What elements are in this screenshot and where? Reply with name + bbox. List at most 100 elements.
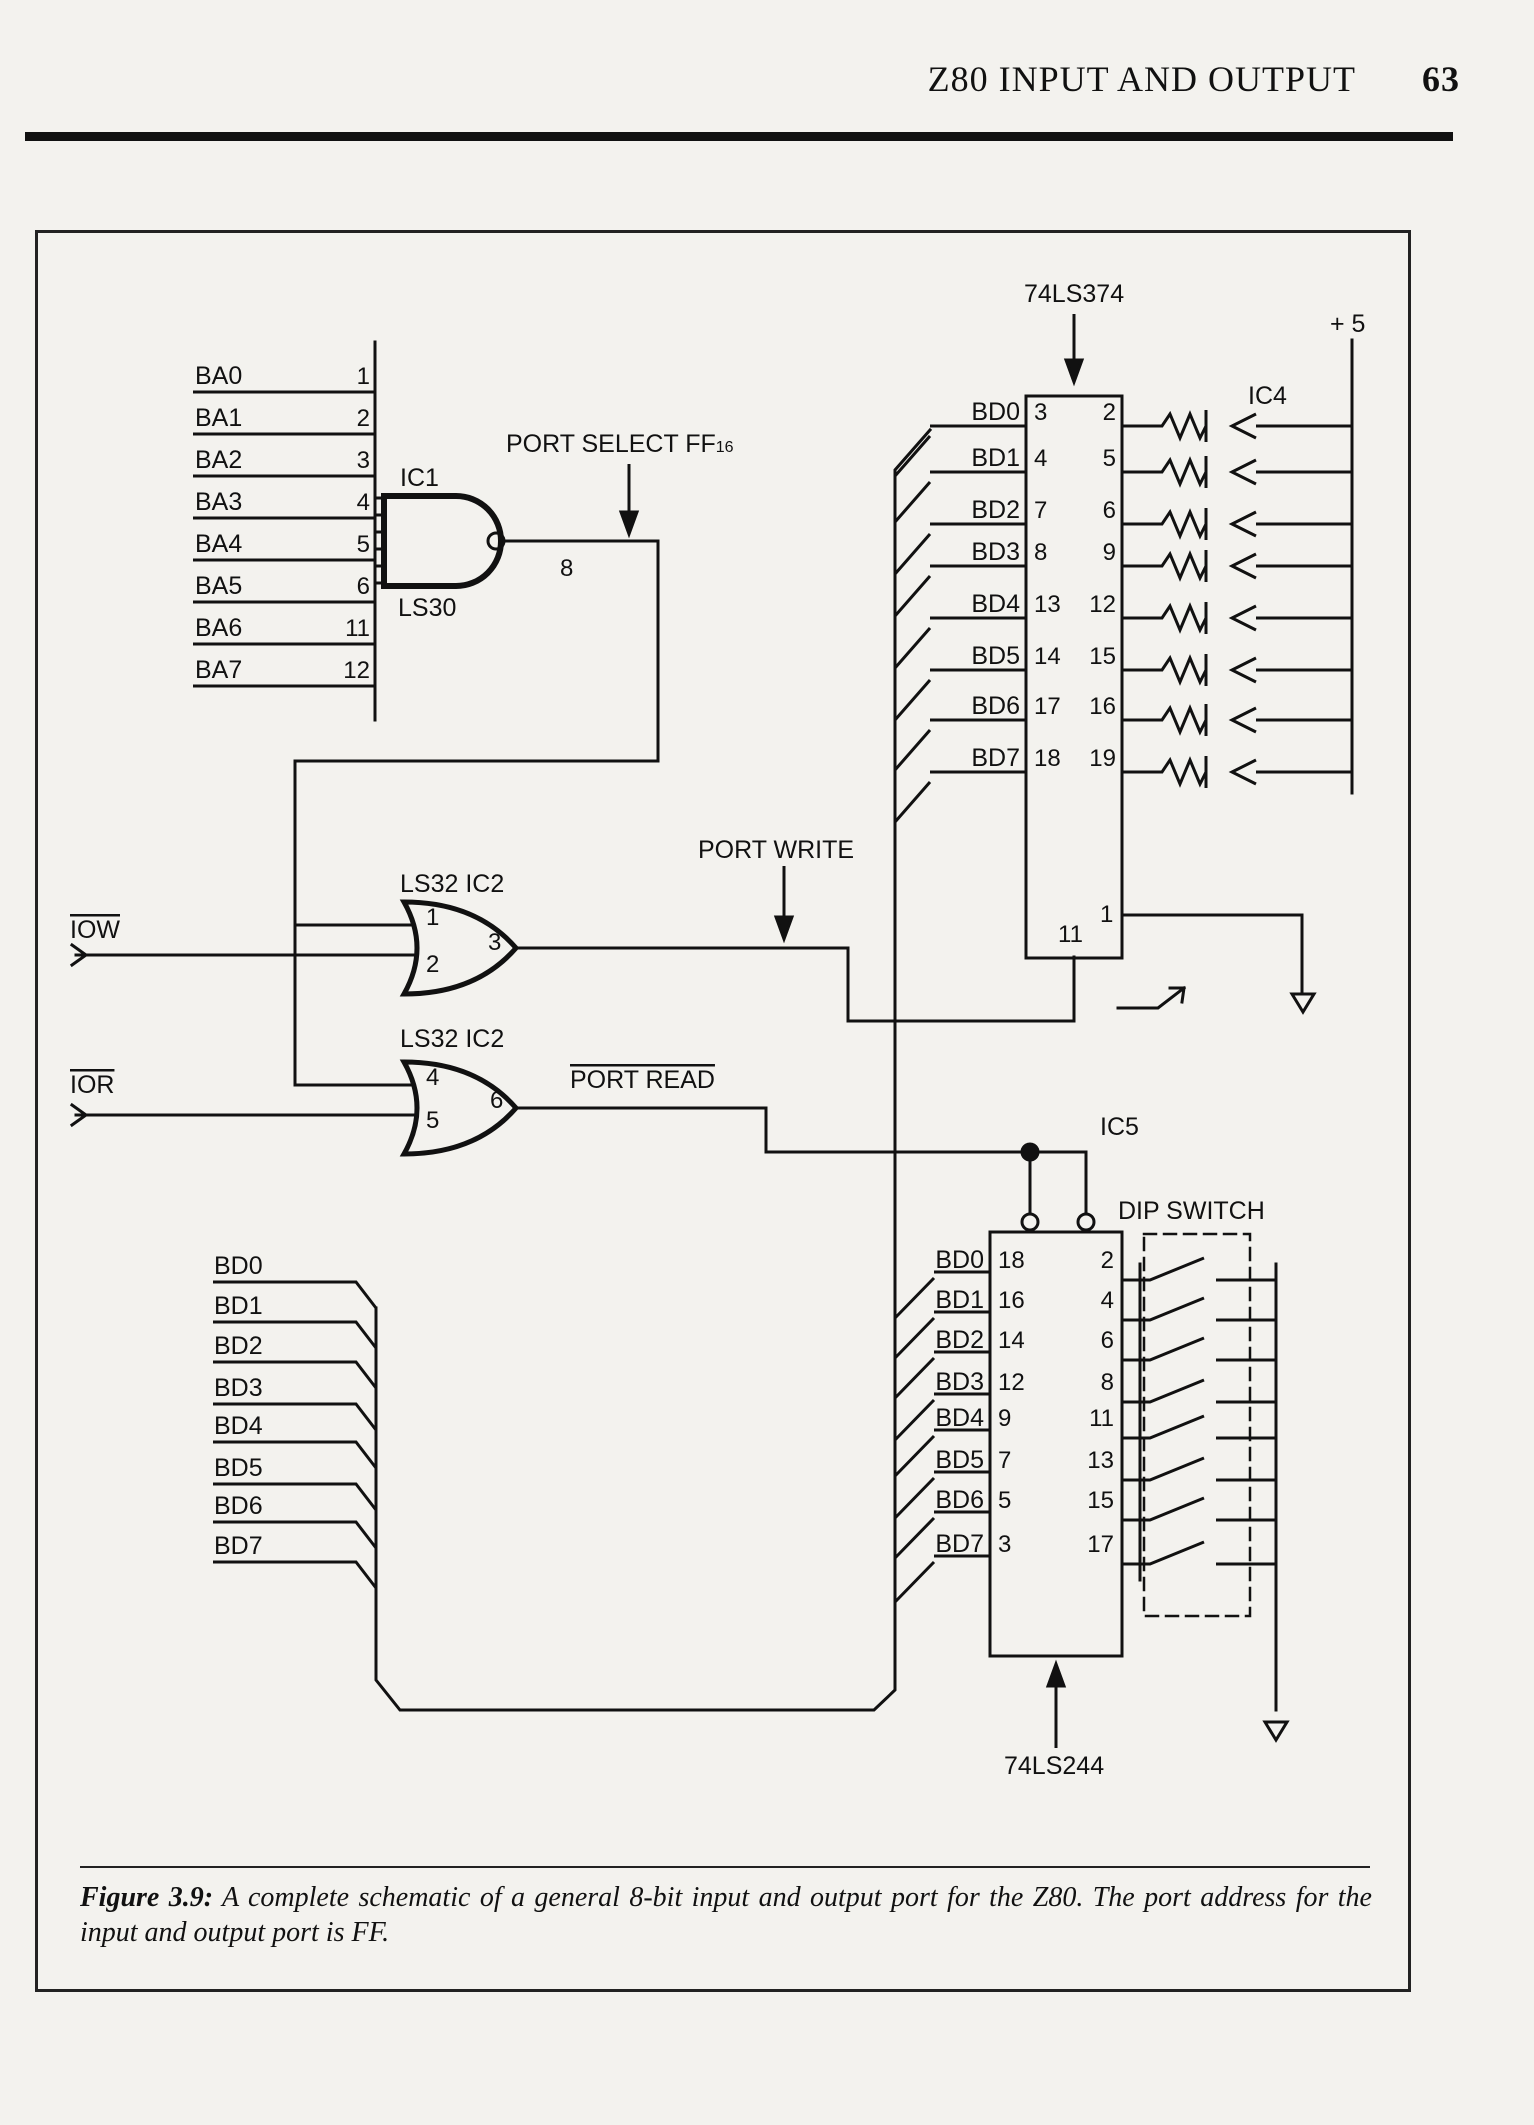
buffer-pin-in: 4 xyxy=(1101,1287,1114,1314)
bus-entry xyxy=(893,575,932,617)
latch-pin-out: 5 xyxy=(1103,445,1116,472)
address-line-label: BA5 xyxy=(195,572,242,600)
bus-entry xyxy=(893,729,932,771)
latch-oe-pin: 1 xyxy=(1100,901,1113,928)
page-number: 63 xyxy=(1422,59,1460,99)
pullup-resistor xyxy=(1122,654,1208,686)
buffer-pin-out: 12 xyxy=(998,1369,1025,1396)
or-write-pin-2: 2 xyxy=(426,951,439,978)
data-bus-label: BD0 xyxy=(214,1252,263,1280)
address-line-label: BA0 xyxy=(195,362,242,390)
dip-switch-contact xyxy=(1122,1256,1205,1282)
pullup-resistor xyxy=(1122,602,1208,634)
buffer-pin-out: 16 xyxy=(998,1287,1025,1314)
latch-bus-label: BD6 xyxy=(971,692,1020,720)
latch-clock-pin: 11 xyxy=(1058,921,1083,948)
or-write-name: LS32 IC2 xyxy=(400,870,504,898)
latch-pin-in: 14 xyxy=(1034,643,1061,670)
latch-bus-label: BD3 xyxy=(971,538,1020,566)
address-pin-number: 1 xyxy=(357,363,370,390)
buffer-bus-label: BD4 xyxy=(935,1404,984,1432)
bus-entry xyxy=(893,679,932,721)
latch-pin-in: 8 xyxy=(1034,539,1047,566)
latch-pin-out: 2 xyxy=(1103,399,1116,426)
address-line-label: BA2 xyxy=(195,446,242,474)
dip-switch-label: DIP SWITCH xyxy=(1118,1197,1265,1225)
latch-bus-label: BD7 xyxy=(971,744,1020,772)
pullup-resistor xyxy=(1122,550,1208,582)
port-write-label: PORT WRITE xyxy=(698,836,854,864)
latch-pin-in: 18 xyxy=(1034,745,1061,772)
buffer-pin-out: 14 xyxy=(998,1327,1025,1354)
data-bus-label: BD5 xyxy=(214,1454,263,1482)
pullup-resistor xyxy=(1122,508,1208,540)
port-select-label: PORT SELECT FF16 xyxy=(506,430,734,458)
data-bus-line xyxy=(213,1360,378,1389)
latch-pin-out: 9 xyxy=(1103,539,1116,566)
latch-bus-label: BD5 xyxy=(971,642,1020,670)
buffer-pin-out: 3 xyxy=(998,1531,1011,1558)
address-line-label: BA4 xyxy=(195,530,242,558)
address-pin-number: 12 xyxy=(343,657,370,684)
supply-arrow xyxy=(1228,706,1257,734)
or-read-name: LS32 IC2 xyxy=(400,1025,504,1053)
data-bus-label: BD2 xyxy=(214,1332,263,1360)
buffer-pin-in: 17 xyxy=(1087,1531,1114,1558)
pullup-resistor xyxy=(1122,756,1208,788)
bus-entry xyxy=(893,1356,936,1400)
buffer-bus-label: BD6 xyxy=(935,1486,984,1514)
running-head-title: Z80 INPUT AND OUTPUT xyxy=(927,59,1356,99)
data-bus-label: BD1 xyxy=(214,1292,263,1320)
buffer-pin-in: 6 xyxy=(1101,1327,1114,1354)
figure-frame xyxy=(35,230,1411,1992)
caption-text: A complete schematic of a general 8-bit … xyxy=(80,1882,1372,1948)
dip-switch-contact xyxy=(1122,1296,1205,1322)
bus-entry xyxy=(893,781,932,823)
latch-pin-out: 6 xyxy=(1103,497,1116,524)
ic1-type: LS30 xyxy=(398,594,456,622)
buffer-pin-in: 2 xyxy=(1101,1247,1114,1274)
bus-entry xyxy=(893,1476,936,1520)
bus-entry xyxy=(893,1276,936,1320)
latch-bus-label: BD0 xyxy=(971,398,1020,426)
buffer-pin-in: 8 xyxy=(1101,1369,1114,1396)
schematic-labels: IC1 LS30 8 PORT SELECT FF16 PORT WRITE P… xyxy=(70,280,1365,1780)
buffer-pin-out: 5 xyxy=(998,1487,1011,1514)
pullup-resistor xyxy=(1122,456,1208,488)
ior-label: IOR xyxy=(70,1071,114,1099)
or-read-pin-5: 5 xyxy=(426,1107,439,1134)
bus-entry xyxy=(893,1398,936,1442)
latch-bus-label: BD2 xyxy=(971,496,1020,524)
supply-arrow xyxy=(1228,758,1257,786)
data-bus-line xyxy=(213,1402,378,1431)
latch-pin-in: 7 xyxy=(1034,497,1047,524)
latch-pin-out: 15 xyxy=(1089,643,1116,670)
supply-arrow xyxy=(1228,604,1257,632)
buffer-bus-label: BD1 xyxy=(935,1286,984,1314)
nand-output-pin: 8 xyxy=(560,555,573,582)
supply-arrow xyxy=(1228,656,1257,684)
data-bus-line xyxy=(213,1280,378,1309)
supply-arrow xyxy=(1228,412,1257,440)
latch-bus-label: BD1 xyxy=(971,444,1020,472)
address-line-label: BA7 xyxy=(195,656,242,684)
latch-pin-in: 17 xyxy=(1034,693,1061,720)
latch-pin-in: 13 xyxy=(1034,591,1061,618)
buffer-pin-out: 7 xyxy=(998,1447,1011,1474)
bus-entry xyxy=(893,1316,936,1360)
buffer-pin-out: 9 xyxy=(998,1405,1011,1432)
data-bus-label: BD3 xyxy=(214,1374,263,1402)
buffer-pin-in: 11 xyxy=(1089,1405,1114,1432)
address-pin-number: 2 xyxy=(357,405,370,432)
pullup-resistor xyxy=(1122,704,1208,736)
bus-entry xyxy=(893,1560,936,1604)
schematic-arrows xyxy=(618,314,1085,1748)
schematic-wires xyxy=(69,338,1354,1743)
latch-pin-out: 12 xyxy=(1089,591,1116,618)
supply-arrow xyxy=(1228,458,1257,486)
data-bus-line xyxy=(213,1560,378,1589)
buffer-name: IC5 xyxy=(1100,1113,1139,1141)
bus-entry xyxy=(893,1516,936,1560)
supply-label: + 5 xyxy=(1330,310,1365,338)
